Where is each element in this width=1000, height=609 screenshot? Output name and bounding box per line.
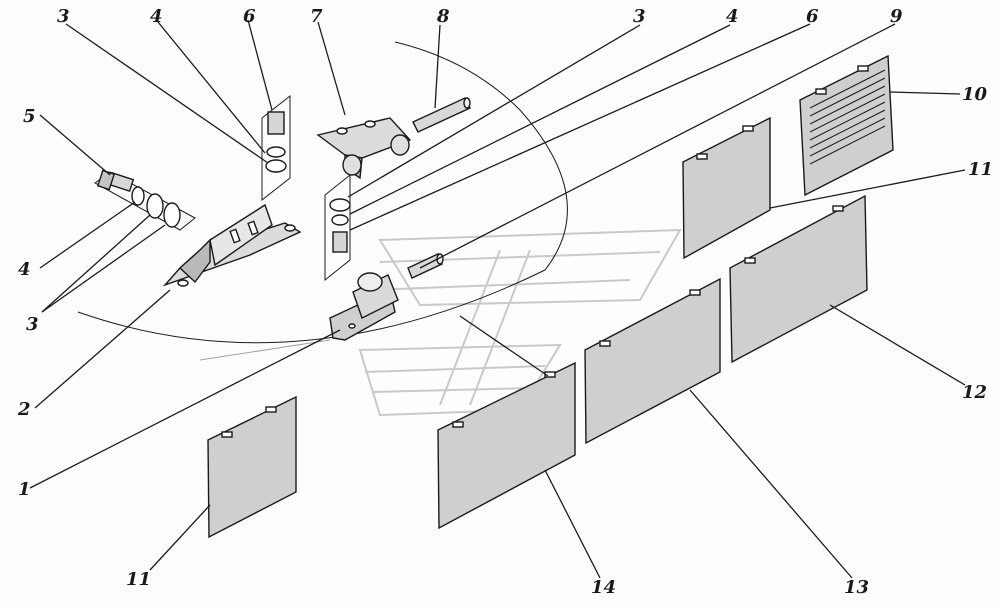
leader-lines [29, 19, 966, 579]
callout-11a: 11 [968, 159, 993, 180]
hinge-lower-leaf [329, 272, 399, 341]
bolt-mid-group [324, 173, 351, 282]
panel-14 [437, 361, 576, 530]
hinge-upper-leaf [316, 117, 412, 180]
callout-3a: 3 [57, 6, 70, 27]
hinge-pin [412, 97, 471, 133]
callout-14: 14 [591, 577, 616, 598]
callout-13: 13 [844, 577, 869, 598]
callout-11b: 11 [126, 569, 151, 590]
callout-10: 10 [962, 84, 988, 105]
bracket [162, 203, 302, 287]
panel-11-lower [207, 395, 297, 539]
callout-labels: 3 4 6 7 8 3 4 6 9 10 5 11 4 3 2 1 11 14 … [17, 6, 993, 598]
bolt-top-group [261, 94, 291, 202]
bolt-left-group [94, 169, 196, 231]
callout-3c: 3 [26, 314, 39, 335]
callout-4b: 4 [726, 6, 739, 27]
callout-2: 2 [17, 399, 31, 420]
callout-12: 12 [962, 382, 987, 403]
panel-13 [584, 277, 721, 445]
panel-12 [729, 194, 868, 364]
callout-5: 5 [23, 106, 36, 127]
callout-3b: 3 [633, 6, 646, 27]
callout-4c: 4 [18, 259, 31, 280]
callout-6b: 6 [806, 6, 819, 27]
assembly-arcs [77, 41, 568, 361]
callout-7: 7 [310, 6, 323, 27]
small-pin [407, 253, 444, 279]
callout-6a: 6 [243, 6, 256, 27]
callout-8: 8 [436, 6, 450, 27]
callout-4a: 4 [150, 6, 163, 27]
vent-panel [799, 54, 894, 197]
callout-1: 1 [18, 479, 31, 500]
callout-9: 9 [890, 6, 903, 27]
panel-11-upper [682, 116, 771, 260]
